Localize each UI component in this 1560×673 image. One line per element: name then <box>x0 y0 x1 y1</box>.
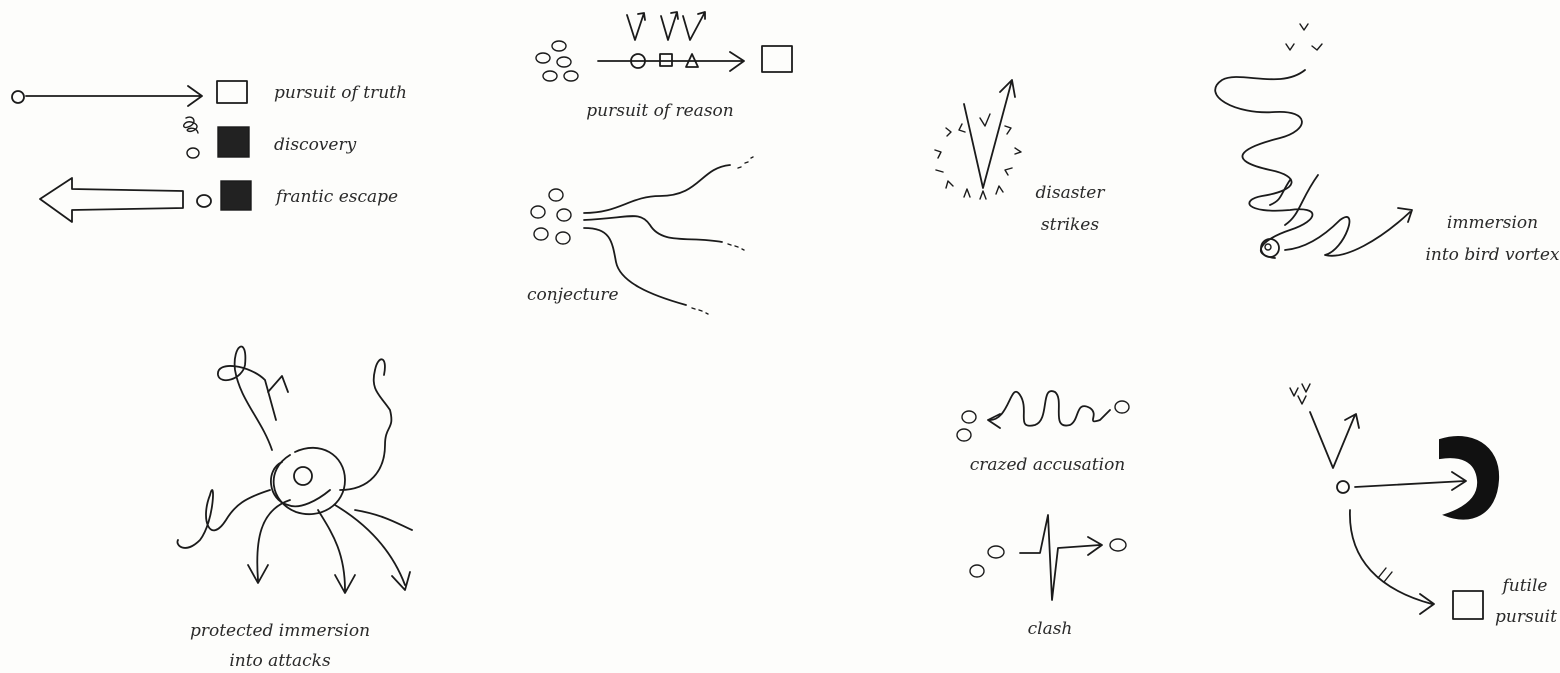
label-crazed-accusation: crazed accusation <box>960 454 1135 476</box>
pursuit-of-truth-symbol <box>12 81 247 106</box>
label-discovery: discovery <box>274 134 356 156</box>
protected-immersion-symbol <box>177 346 412 593</box>
label-frantic-escape: frantic escape <box>276 186 398 208</box>
label-disaster-strikes-line1: disaster <box>1030 182 1110 204</box>
pursuit-of-reason-symbol <box>536 12 792 81</box>
label-protected-immersion-line2: into attacks <box>175 650 385 672</box>
label-futile-line2: pursuit <box>1495 606 1555 628</box>
discovery-symbol <box>184 117 249 158</box>
label-conjecture: conjecture <box>527 284 619 306</box>
bird-vortex-symbol <box>1215 24 1412 258</box>
label-pursuit-of-truth: pursuit of truth <box>274 82 407 104</box>
frantic-escape-symbol <box>40 178 251 222</box>
clash-symbol <box>970 515 1126 600</box>
label-protected-immersion-line1: protected immersion <box>175 620 385 642</box>
label-immersion-line2: into bird vortex <box>1425 244 1560 266</box>
label-futile-line1: futile <box>1495 575 1555 597</box>
disaster-strikes-symbol <box>935 80 1021 199</box>
label-disaster-strikes-line2: strikes <box>1030 214 1110 236</box>
label-pursuit-of-reason: pursuit of reason <box>580 100 740 122</box>
label-clash: clash <box>1010 618 1090 640</box>
crazed-accusation-symbol <box>957 391 1129 441</box>
futile-pursuit-symbol <box>1290 384 1498 619</box>
label-immersion-line1: immersion <box>1425 212 1560 234</box>
